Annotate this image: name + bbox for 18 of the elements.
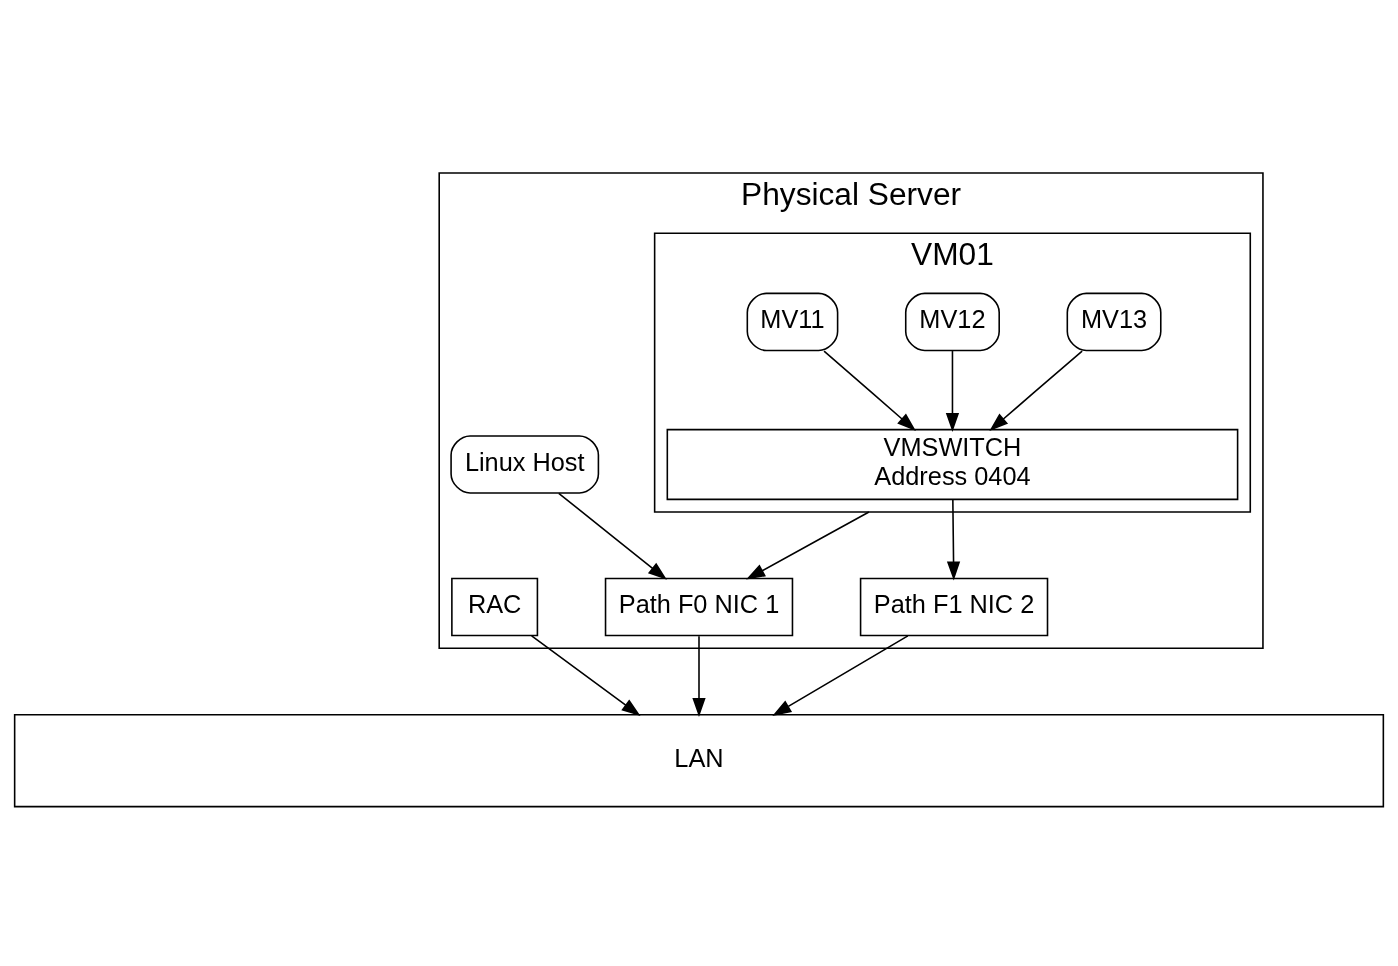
- arrow: [989, 349, 1083, 431]
- node-box: LAN: [13, 713, 1385, 807]
- arrow: [746, 510, 870, 580]
- arrow: [945, 349, 960, 432]
- node-box: Path F1 NIC 2: [859, 577, 1049, 636]
- arrow: [530, 634, 641, 716]
- node-box: MV11: [746, 292, 839, 351]
- arrow: [946, 498, 961, 580]
- arrow: [557, 492, 667, 580]
- arrow: [823, 349, 916, 431]
- node-box: Path F0 NIC 1: [604, 577, 794, 636]
- node-box: MV13: [1066, 292, 1162, 351]
- arrow: [692, 634, 706, 717]
- node-box: VMSWITCH Address 0404: [666, 428, 1239, 500]
- node-box: RAC: [451, 577, 539, 636]
- node-box: MV12: [904, 292, 1000, 351]
- node-box: Linux Host: [450, 434, 600, 494]
- arrow: [772, 634, 909, 716]
